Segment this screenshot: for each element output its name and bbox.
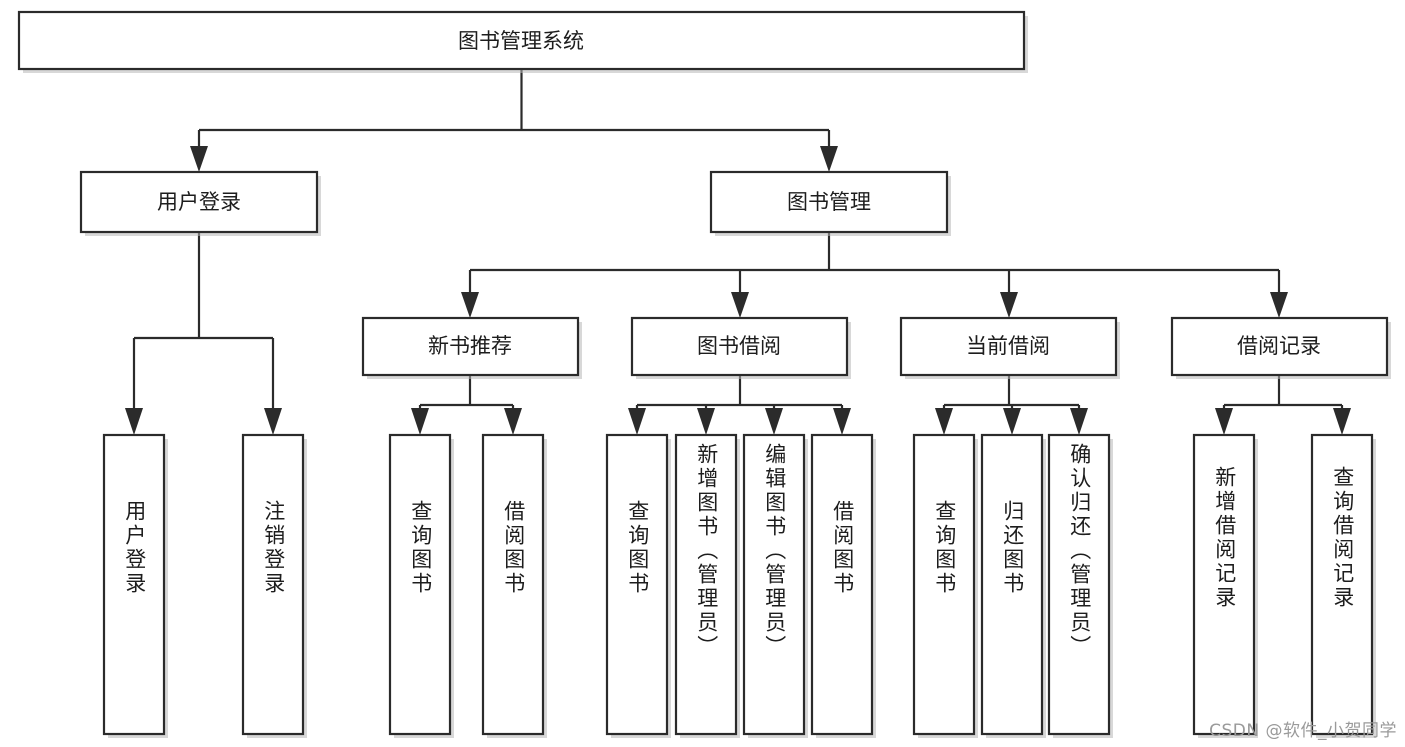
node-borrow-record[interactable]: 借阅记录 (1170, 316, 1391, 379)
node-borrow-record-box[interactable] (1170, 316, 1389, 377)
connector-group-newbook (411, 375, 522, 435)
arrow-userlogin-leaf2 (264, 408, 282, 435)
node-user-login-label: 用户登录 (157, 190, 241, 214)
leaf-book-borrow-0[interactable] (605, 433, 671, 738)
leaf-current-borrow-0-box[interactable] (912, 433, 976, 736)
connector-group-userlogin (125, 232, 282, 435)
node-root-label: 图书管理系统 (458, 29, 584, 53)
leaf-user-login-0[interactable] (102, 433, 168, 738)
connector-group-record (1215, 375, 1351, 435)
connector-group-current (935, 375, 1088, 435)
node-current-borrow-label: 当前借阅 (966, 334, 1050, 358)
node-book-borrow-label: 图书借阅 (697, 334, 781, 358)
arrow-record-leaf1 (1215, 408, 1233, 435)
node-new-book-recommend[interactable]: 新书推荐 (361, 316, 582, 379)
node-book-management-label: 图书管理 (787, 190, 871, 214)
node-current-borrow[interactable]: 当前借阅 (899, 316, 1120, 379)
csdn-watermark: CSDN @软件_小贺同学 (1209, 721, 1397, 741)
arrow-root-to-bookmgmt (820, 146, 838, 172)
arrow-borrow-leaf1 (628, 408, 646, 435)
connector-group-root (190, 69, 838, 172)
arrow-record-leaf2 (1333, 408, 1351, 435)
arrow-bookmgmt-to-current (1000, 292, 1018, 318)
connector-group-bookmgmt (461, 232, 1288, 318)
leaf-new-book-1-box[interactable] (481, 433, 545, 736)
arrow-userlogin-leaf1 (125, 408, 143, 435)
node-book-management[interactable]: 图书管理 (709, 170, 951, 236)
arrow-bookmgmt-to-record (1270, 292, 1288, 318)
node-book-management-box[interactable] (709, 170, 949, 234)
arrow-borrow-leaf4 (833, 408, 851, 435)
leaf-borrow-record-1-box[interactable] (1310, 433, 1374, 736)
leaf-user-login-1-box[interactable] (241, 433, 305, 736)
leaf-borrow-record-0[interactable] (1192, 433, 1258, 738)
arrow-borrow-leaf2 (697, 408, 715, 435)
leaf-book-borrow-0-box[interactable] (605, 433, 669, 736)
leaf-borrow-record-1[interactable] (1310, 433, 1376, 738)
leaf-current-borrow-0[interactable] (912, 433, 978, 738)
connector-group-borrow (628, 375, 851, 435)
arrow-root-to-userlogin (190, 146, 208, 172)
leaf-user-login-1[interactable] (241, 433, 307, 738)
leaf-current-borrow-1-box[interactable] (980, 433, 1044, 736)
arrow-current-leaf2 (1003, 408, 1021, 435)
leaf-book-borrow-1[interactable] (674, 433, 740, 738)
leaf-current-borrow-2[interactable] (1047, 433, 1113, 738)
node-book-borrow[interactable]: 图书借阅 (630, 316, 851, 379)
arrow-bookmgmt-to-borrow (731, 292, 749, 318)
node-root-box[interactable] (17, 10, 1026, 71)
leaf-borrow-record-0-box[interactable] (1192, 433, 1256, 736)
leaf-book-borrow-1-box[interactable] (674, 433, 738, 736)
leaf-new-book-1[interactable] (481, 433, 547, 738)
leaf-new-book-0-box[interactable] (388, 433, 452, 736)
leaf-current-borrow-2-box[interactable] (1047, 433, 1111, 736)
node-current-borrow-box[interactable] (899, 316, 1118, 377)
leaf-book-borrow-3-box[interactable] (810, 433, 874, 736)
arrow-newbook-leaf2 (504, 408, 522, 435)
leaf-book-borrow-2[interactable] (742, 433, 808, 738)
arrow-current-leaf1 (935, 408, 953, 435)
leaf-book-borrow-3[interactable] (810, 433, 876, 738)
leaf-user-login-0-box[interactable] (102, 433, 166, 736)
node-book-borrow-box[interactable] (630, 316, 849, 377)
node-new-book-recommend-box[interactable] (361, 316, 580, 377)
arrow-current-leaf3 (1070, 408, 1088, 435)
arrow-borrow-leaf3 (765, 408, 783, 435)
node-user-login[interactable]: 用户登录 (79, 170, 321, 236)
arrow-newbook-leaf1 (411, 408, 429, 435)
node-new-book-recommend-label: 新书推荐 (428, 334, 512, 358)
node-user-login-box[interactable] (79, 170, 319, 234)
leaf-book-borrow-2-box[interactable] (742, 433, 806, 736)
leaf-new-book-0[interactable] (388, 433, 454, 738)
node-borrow-record-label: 借阅记录 (1237, 334, 1321, 358)
arrow-bookmgmt-to-newbook (461, 292, 479, 318)
node-root[interactable]: 图书管理系统 (17, 10, 1028, 73)
leaf-current-borrow-1[interactable] (980, 433, 1046, 738)
